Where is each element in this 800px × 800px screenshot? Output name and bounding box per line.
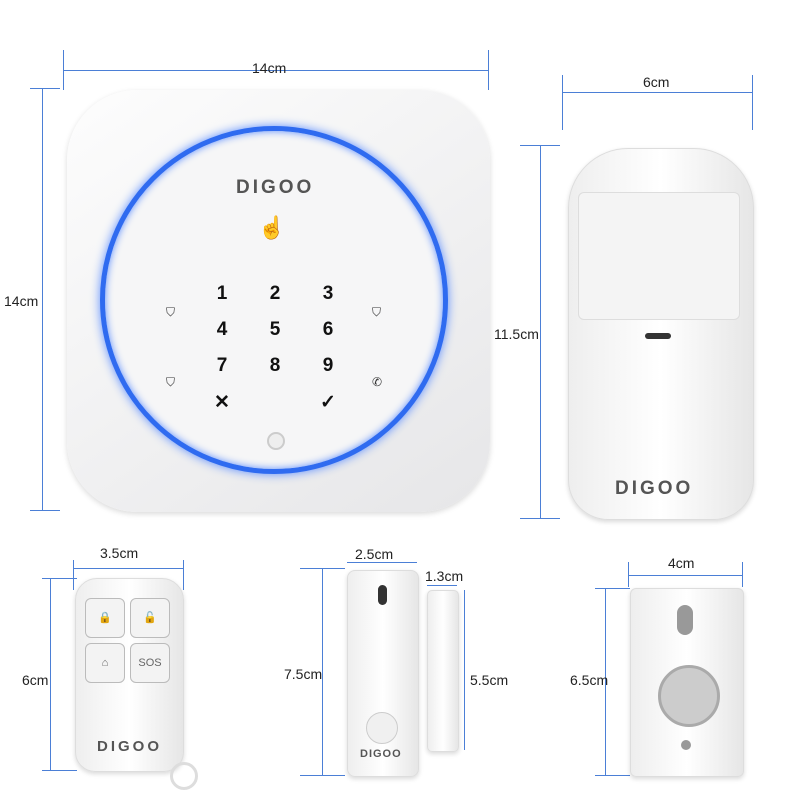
door-width-line (347, 562, 417, 563)
tick (42, 770, 77, 771)
door-height-line (322, 568, 323, 775)
remote-logo: DIGOO (97, 738, 163, 755)
hub-blue-ring (100, 126, 448, 474)
bracket-width-line (628, 575, 743, 576)
magnet-height-label: 5.5cm (470, 672, 509, 688)
tick (63, 50, 64, 90)
remote-height-line (50, 578, 51, 770)
tick (520, 518, 560, 519)
hub-height-label: 14cm (4, 293, 39, 309)
rfid-card-icon: ☝ (258, 215, 286, 240)
door-magnet (427, 590, 459, 752)
hub-width-label: 14cm (252, 60, 287, 76)
remote-unlock-button[interactable]: 🔓 (130, 598, 170, 638)
magnet-width-line (427, 585, 457, 586)
pir-width-line (562, 92, 752, 93)
tick (562, 75, 563, 130)
pir-width-label: 6cm (643, 74, 670, 90)
key-2[interactable]: 2 (269, 283, 281, 304)
remote-width-line (73, 568, 183, 569)
key-7[interactable]: 7 (216, 355, 228, 376)
pir-height-line (540, 145, 541, 518)
key-9[interactable]: 9 (322, 355, 334, 376)
tick (42, 578, 77, 579)
tick (73, 560, 74, 590)
hub-height-line (42, 88, 43, 510)
hub-width-line (63, 70, 488, 71)
door-sensor-logo: DIGOO (360, 748, 402, 760)
key-cancel[interactable]: ✕ (214, 392, 230, 413)
hub-logo: DIGOO (236, 177, 315, 198)
pir-led (645, 333, 671, 339)
key-confirm[interactable]: ✓ (320, 392, 336, 413)
keyring (170, 762, 198, 790)
magnet-height-line (464, 590, 465, 750)
remote-width-label: 3.5cm (100, 545, 139, 561)
tick (628, 562, 629, 587)
remote-height-label: 6cm (22, 672, 49, 688)
tick (30, 88, 60, 89)
remote-sos-button[interactable]: SOS (130, 643, 170, 683)
door-sensor-led (378, 585, 387, 605)
bracket-width-label: 4cm (668, 555, 695, 571)
hub-indicator-light (267, 432, 285, 450)
remote-lock-button[interactable]: 🔒 (85, 598, 125, 638)
tick (595, 775, 630, 776)
door-width-label: 2.5cm (355, 546, 394, 562)
key-3[interactable]: 3 (322, 283, 334, 304)
magnet-width-label: 1.3cm (425, 568, 464, 584)
bracket-swivel-joint (658, 665, 720, 727)
pir-lens (578, 192, 740, 320)
bracket-hanging-slot (677, 605, 693, 635)
door-sensor-button[interactable] (366, 712, 398, 744)
pir-height-label: 11.5cm (494, 326, 539, 342)
arm-away-shield-icon[interactable]: ⛉ (166, 305, 176, 319)
bracket-height-line (605, 588, 606, 775)
bracket-height-label: 6.5cm (570, 672, 609, 688)
key-1[interactable]: 1 (216, 283, 228, 304)
pir-logo: DIGOO (615, 478, 694, 499)
tick (488, 50, 489, 90)
tick (742, 562, 743, 587)
door-height-label: 7.5cm (284, 666, 323, 682)
arm-home-shield-icon[interactable]: ⛉ (166, 375, 176, 389)
tick (300, 568, 345, 569)
phone-call-icon[interactable]: ✆ (372, 375, 383, 389)
tick (752, 75, 753, 130)
key-8[interactable]: 8 (269, 355, 281, 376)
disarm-shield-icon[interactable]: ⛉ (372, 305, 382, 319)
key-4[interactable]: 4 (216, 319, 228, 340)
key-5[interactable]: 5 (269, 319, 281, 340)
tick (520, 145, 560, 146)
key-6[interactable]: 6 (322, 319, 334, 340)
tick (30, 510, 60, 511)
tick (183, 560, 184, 590)
tick (595, 588, 630, 589)
bracket-screw-hole (681, 740, 691, 750)
remote-home-button[interactable]: ⌂ (85, 643, 125, 683)
tick (300, 775, 345, 776)
